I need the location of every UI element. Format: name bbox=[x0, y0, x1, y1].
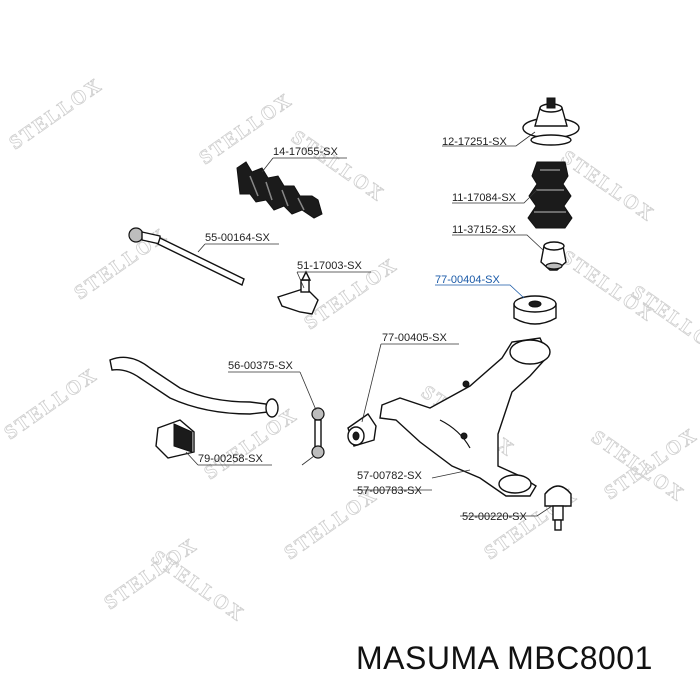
watermark-text: STELLOX bbox=[627, 281, 700, 361]
label-bump-stop: 11-37152-SX bbox=[452, 224, 517, 236]
label-strut-bushing: 77-00404-SX bbox=[435, 274, 500, 286]
upper-mount-part bbox=[522, 97, 580, 146]
label-control-arm-right: 57-00783-SX bbox=[357, 485, 422, 497]
watermark-layer: STELLOX STELLOX STELLOX STELLOX STELLOX … bbox=[0, 73, 700, 626]
boot-part bbox=[527, 161, 573, 229]
part-labels: 12-17251-SX 11-17084-SX 11-37152-SX 77-0… bbox=[198, 136, 527, 523]
strut-bushing-part bbox=[513, 295, 557, 325]
stabilizer-link-part bbox=[311, 407, 325, 459]
label-control-arm-left: 57-00782-SX bbox=[357, 470, 422, 482]
watermark-text: STELLOX bbox=[557, 146, 658, 226]
watermark-text: STELLOX bbox=[287, 126, 388, 206]
label-steering-boot: 14-17055-SX bbox=[273, 146, 338, 158]
label-stabilizer-bushing: 79-00258-SX bbox=[198, 453, 263, 465]
label-upper-mount: 12-17251-SX bbox=[442, 136, 507, 148]
watermark-text: STELLOX bbox=[5, 74, 106, 154]
label-stabilizer-link: 56-00375-SX bbox=[228, 360, 293, 372]
leader-lines bbox=[185, 131, 553, 517]
control-arm-part bbox=[379, 337, 551, 497]
bump-stop-part bbox=[540, 241, 567, 271]
label-boot: 11-17084-SX bbox=[452, 192, 517, 204]
label-ball-joint: 52-00220-SX bbox=[462, 511, 527, 523]
tie-rod-end-part bbox=[277, 270, 319, 315]
part-number: MBC8001 bbox=[507, 640, 653, 676]
label-tie-rod: 55-00164-SX bbox=[205, 232, 270, 244]
product-caption: MASUMA MBC8001 bbox=[356, 640, 653, 677]
label-arm-bushing: 77-00405-SX bbox=[382, 332, 447, 344]
arm-bushing-part bbox=[347, 413, 377, 447]
watermark-text: STELLOX bbox=[147, 546, 248, 626]
watermark-text: STELLOX bbox=[0, 364, 101, 444]
tie-rod-part bbox=[128, 227, 245, 286]
stabilizer-bushing-part bbox=[155, 419, 195, 459]
ball-joint-part bbox=[544, 485, 572, 531]
watermark-text: STELLOX bbox=[200, 404, 301, 484]
label-tie-rod-end: 51-17003-SX bbox=[297, 260, 362, 272]
stabilizer-bar-part bbox=[109, 356, 279, 418]
brand-name: MASUMA bbox=[356, 640, 498, 676]
steering-boot-part bbox=[236, 161, 323, 219]
